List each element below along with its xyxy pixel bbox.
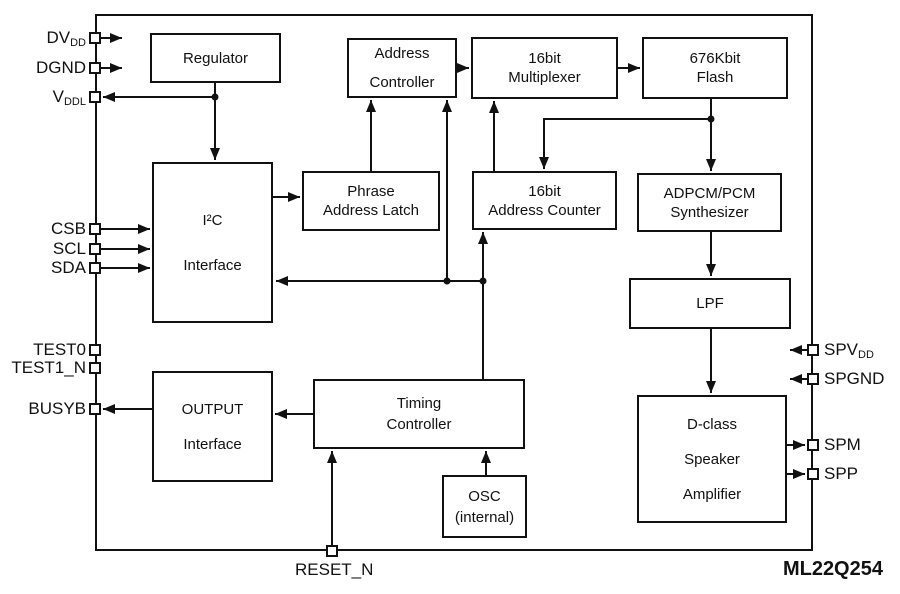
block-label: 676Kbit [689,50,741,67]
block-label: (internal) [454,508,515,526]
block-label: Address Counter [488,201,601,219]
block-16bit-multiplexer: 16bit Multiplexer [471,37,618,99]
block-label: OSC [468,487,501,505]
pin-label-spm: SPM [824,435,861,454]
pin-reset-n [326,545,338,557]
block-label: I²C [202,211,223,229]
pin-label-vddl: VDDL [52,87,86,108]
pin-label-spgnd: SPGND [824,369,885,388]
block-label: Synthesizer [670,203,749,221]
block-label: Amplifier [682,485,742,503]
pin-label-dgnd: DGND [35,58,86,77]
pin-test1-n [89,362,101,374]
junction-dot [479,277,487,285]
block-osc-internal: OSC (internal) [442,475,527,538]
block-label: D-class [686,415,737,433]
block-label: Controller [369,74,435,91]
block-label: Phrase [347,183,395,200]
pin-dvdd [89,32,101,44]
block-label: Timing [396,395,442,412]
pin-label-test0: TEST0 [33,340,86,359]
block-label: Regulator [182,49,249,67]
block-label: ADPCM/PCM [663,184,756,202]
block-label: Address Latch [323,202,419,219]
pin-spvdd [807,344,819,356]
block-label: Address [374,45,430,62]
block-adpcm-pcm-synthesizer: ADPCM/PCM Synthesizer [637,173,782,232]
junction-dot [211,93,219,101]
block-label: Interface [183,256,242,274]
conn-flash-branch-to-counter [539,118,711,169]
block-regulator: Regulator [150,33,281,83]
pin-label-csb: CSB [51,219,86,238]
part-number: ML22Q254 [782,558,883,580]
pin-test0 [89,344,101,356]
block-label: Controller [386,416,452,433]
pin-spgnd [807,373,819,385]
block-timing-controller: Timing Controller [313,379,525,449]
block-label: Multiplexer [508,69,581,86]
block-676kbit-flash: 676Kbit Flash [642,37,788,99]
block-16bit-address-counter: 16bit Address Counter [472,171,617,230]
pin-vddl [89,91,101,103]
block-label: Speaker [684,450,740,468]
pin-label-scl: SCL [52,239,86,258]
block-lpf: LPF [629,278,791,329]
block-address-controller: Address Controller [347,38,457,98]
junction-dot [707,115,715,123]
pin-label-spp: SPP [824,464,859,483]
block-dclass-speaker-amplifier: D-class Speaker Amplifier [637,395,787,523]
pin-busyb [89,403,101,415]
block-label: LPF [696,295,724,312]
pin-dgnd [89,62,101,74]
pin-label-test1-n: TEST1_N [11,358,86,377]
pin-label-spvdd: SPVDD [824,340,874,361]
pin-csb [89,223,101,235]
pin-label-sda: SDA [51,258,86,277]
block-label: Flash [696,69,734,86]
block-label: OUTPUT [181,400,244,418]
junction-dot [443,277,451,285]
block-i2c-interface: I²C Interface [152,162,273,323]
block-label: 16bit [528,182,561,200]
pin-spm [807,439,819,451]
pin-label-dvdd: DVDD [46,28,86,49]
pin-sda [89,262,101,274]
pin-label-busyb: BUSYB [28,399,86,418]
block-phrase-address-latch: Phrase Address Latch [302,171,440,231]
block-label: 16bit [528,50,561,67]
block-output-interface: OUTPUT Interface [152,371,273,482]
block-label: Interface [183,435,242,453]
pin-label-reset-n: RESET_N [295,560,374,579]
pin-spp [807,468,819,480]
pin-scl [89,243,101,255]
